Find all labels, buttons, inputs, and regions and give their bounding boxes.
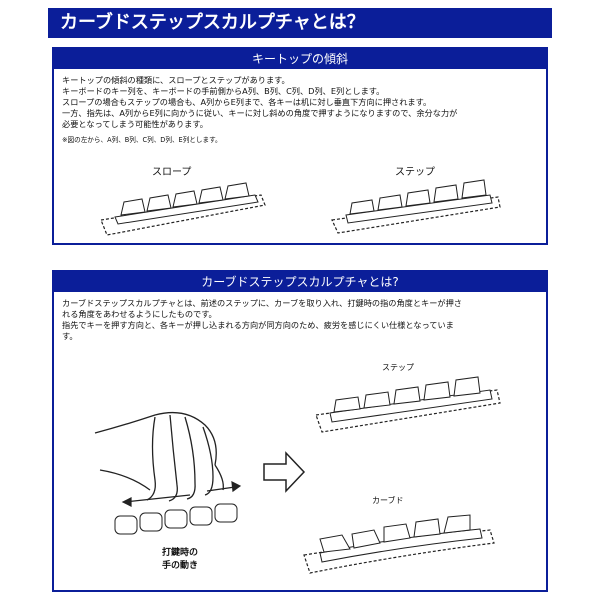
page-title: カーブドステップスカルプチャとは？ bbox=[48, 8, 552, 38]
text-line: カーブドステップスカルプチャとは、前述のステップに、カーブを取り入れ、打鍵時の指… bbox=[62, 298, 462, 308]
text-line: れる角度をあわせるようにしたものです。 bbox=[62, 309, 217, 319]
slope-label: スロープ bbox=[152, 167, 192, 178]
curved-step-keyboard-illustration bbox=[303, 514, 495, 574]
step-keyboard-illustration-2 bbox=[315, 376, 501, 433]
panel-body-text: カーブドステップスカルプチャとは、前述のステップに、カーブを取り入れ、打鍵時の指… bbox=[54, 292, 546, 342]
step-label-2: ステップ bbox=[382, 363, 414, 372]
text-line: 指先でキーを押す方向と、各キーが押し込まれる方向が同方向のため、疲労を感じにくい… bbox=[62, 320, 454, 330]
hand-motion-label-1: 打鍵時の bbox=[162, 548, 199, 558]
text-line: スロープの場合もステップの場合も、A列からE列まで、各キーは机に対し垂直下方向に… bbox=[62, 97, 432, 107]
figure-note: ※図の左から、A列、B列、C列、D列、E列とします。 bbox=[62, 136, 222, 144]
text-line: キートップの傾斜の種類に、スロープとステップがあります。 bbox=[62, 75, 290, 85]
slope-keyboard-illustration bbox=[100, 182, 266, 236]
panel-header: カーブドステップスカルプチャとは? bbox=[54, 272, 546, 292]
text-line: キーボードのキー列を、キーボードの手前側からA列、B列、C列、D列、E列とします… bbox=[62, 86, 385, 96]
hand-motion-label-2: 手の動き bbox=[162, 561, 199, 571]
typing-hand-illustration bbox=[94, 411, 242, 535]
panel-body-text: キートップの傾斜の種類に、スロープとステップがあります。 キーボードのキー列を、… bbox=[54, 69, 546, 130]
step-label: ステップ bbox=[395, 167, 435, 178]
text-line: す。 bbox=[62, 331, 78, 341]
arrow-right-icon bbox=[263, 451, 306, 493]
text-line: 一方、指先は、A列からE列に向かうに従い、キーに対し斜めの角度で押すようになりま… bbox=[62, 108, 458, 118]
text-line: 必要となってしまう可能性があります。 bbox=[62, 119, 208, 129]
curved-label: カーブド bbox=[372, 496, 404, 505]
panel-header: キートップの傾斜 bbox=[54, 49, 546, 69]
step-keyboard-illustration bbox=[331, 179, 501, 234]
